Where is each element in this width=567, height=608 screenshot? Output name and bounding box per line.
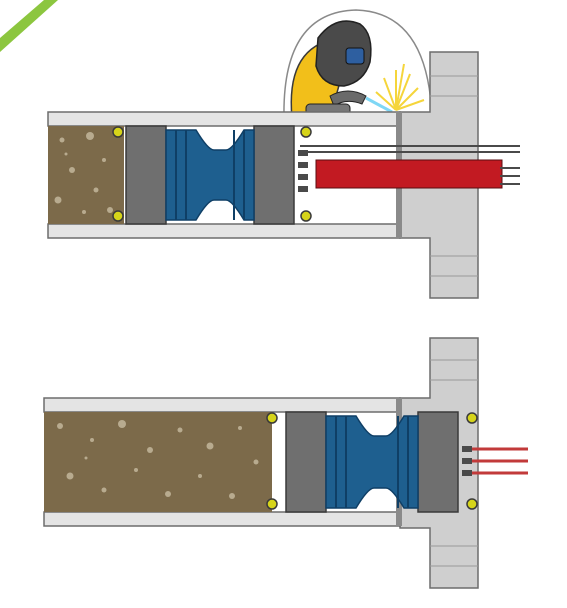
hose-icon-bottom xyxy=(472,447,528,475)
inflatable-plug-icon-bottom xyxy=(285,411,459,513)
valve-connectors xyxy=(298,150,308,192)
welder-figure-icon xyxy=(283,9,433,119)
pipe-wall-top xyxy=(47,111,401,127)
welding-sparks-icon xyxy=(365,63,425,114)
inflatable-plug-icon xyxy=(125,125,295,225)
hose-icon xyxy=(300,145,520,185)
concrete-specks-bottom xyxy=(57,420,259,499)
accent-stripe xyxy=(0,0,58,52)
concrete-specks xyxy=(54,132,113,214)
pipe-wall-top-bottom xyxy=(43,397,401,413)
testing-stage-panel xyxy=(43,337,528,589)
concrete-fill-bottom xyxy=(44,412,272,512)
pipe-wall-bottom-bottom xyxy=(43,511,401,527)
bolt-icon-bottom xyxy=(266,412,478,510)
bolt-icon xyxy=(112,126,312,222)
heat-shield-bar xyxy=(315,159,503,189)
valve-connectors-bottom xyxy=(462,446,472,476)
welding-stage-panel xyxy=(47,9,520,299)
pipe-wall-bottom xyxy=(47,223,401,239)
